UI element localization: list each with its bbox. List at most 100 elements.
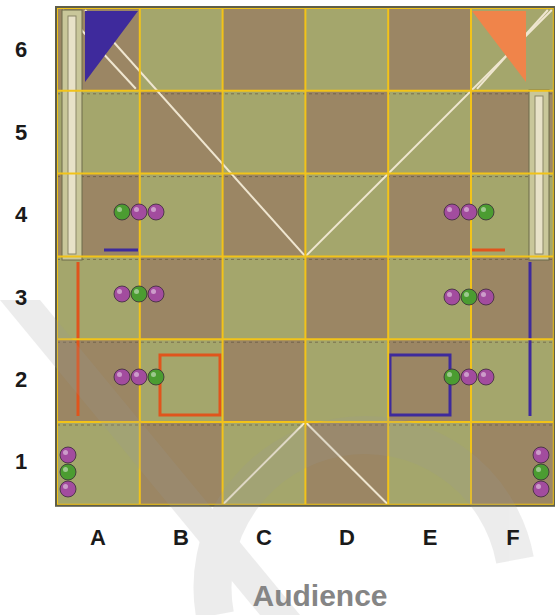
ball-body	[533, 447, 549, 463]
ball-highlight	[447, 372, 452, 377]
ball-body	[131, 204, 147, 220]
ball-highlight	[464, 372, 469, 377]
field-tile	[305, 91, 388, 174]
tape-mark	[104, 249, 138, 252]
ball-highlight	[134, 289, 139, 294]
field-tile	[140, 339, 223, 422]
ball-highlight	[134, 207, 139, 212]
ball-highlight	[536, 450, 541, 455]
ball-body	[461, 369, 477, 385]
field-tile	[471, 339, 554, 422]
ball-highlight	[117, 207, 122, 212]
column-letter: B	[173, 527, 189, 549]
ball-highlight	[63, 467, 68, 472]
field-tile	[388, 256, 471, 339]
game-ball	[478, 369, 494, 385]
ball-highlight	[151, 372, 156, 377]
field-tile	[140, 174, 223, 257]
orange-square	[160, 355, 220, 415]
ball-body	[444, 204, 460, 220]
audience-label: Audience	[252, 581, 387, 611]
ball-body	[60, 464, 76, 480]
blue-triangle	[85, 11, 138, 82]
grid-line	[470, 8, 472, 505]
field-tile	[223, 91, 306, 174]
wall-post	[62, 10, 82, 260]
tape-line	[305, 10, 551, 256]
ball-body	[461, 289, 477, 305]
game-ball	[461, 289, 477, 305]
post-inner	[68, 16, 76, 254]
ball-highlight	[63, 450, 68, 455]
game-ball	[60, 464, 76, 480]
ball-body	[131, 369, 147, 385]
ball-highlight	[481, 372, 486, 377]
row-number: 1	[15, 451, 27, 473]
ball-body	[533, 481, 549, 497]
ball-highlight	[481, 292, 486, 297]
game-ball	[444, 204, 460, 220]
game-ball	[533, 464, 549, 480]
ball-highlight	[117, 289, 122, 294]
ball-body	[60, 447, 76, 463]
ball-highlight	[536, 484, 541, 489]
game-ball	[478, 204, 494, 220]
game-ball	[461, 204, 477, 220]
row-number: 4	[15, 204, 27, 226]
row-number: 2	[15, 369, 27, 391]
ball-body	[478, 289, 494, 305]
watermark-arc	[212, 435, 515, 615]
ball-highlight	[447, 207, 452, 212]
ball-highlight	[536, 467, 541, 472]
game-ball	[148, 286, 164, 302]
game-ball	[461, 369, 477, 385]
game-ball	[60, 447, 76, 463]
ball-highlight	[464, 207, 469, 212]
ball-highlight	[464, 292, 469, 297]
field-tile	[305, 8, 388, 91]
field-tile	[140, 8, 223, 91]
game-ball	[148, 204, 164, 220]
post-body	[62, 10, 82, 260]
tape-mark	[472, 249, 505, 252]
ball-body	[114, 369, 130, 385]
grid-line	[57, 255, 554, 257]
ball-body	[478, 369, 494, 385]
game-ball	[114, 369, 130, 385]
column-letter: A	[90, 527, 106, 549]
colour-tape	[78, 250, 530, 416]
row-number: 3	[15, 287, 27, 309]
ball-highlight	[151, 207, 156, 212]
ball-body	[148, 204, 164, 220]
row-number: 5	[15, 122, 27, 144]
field-tile	[388, 174, 471, 257]
field-tile	[471, 256, 554, 339]
ball-body	[114, 286, 130, 302]
field-tile	[223, 8, 306, 91]
grid-line	[57, 338, 554, 340]
game-ball	[114, 204, 130, 220]
ball-body	[148, 369, 164, 385]
ball-highlight	[134, 372, 139, 377]
post-body	[529, 90, 549, 260]
game-ball	[148, 369, 164, 385]
wall-post	[529, 90, 549, 260]
ball-body	[444, 289, 460, 305]
ball-body	[131, 286, 147, 302]
ball-body	[461, 204, 477, 220]
ball-highlight	[447, 292, 452, 297]
field-tile	[388, 339, 471, 422]
ball-highlight	[63, 484, 68, 489]
ball-body	[114, 204, 130, 220]
row-number: 6	[15, 39, 27, 61]
game-ball	[533, 481, 549, 497]
ball-body	[148, 286, 164, 302]
field-tile	[223, 339, 306, 422]
field-tile	[223, 256, 306, 339]
blue-square	[390, 355, 450, 415]
game-ball	[131, 369, 147, 385]
ball-highlight	[151, 289, 156, 294]
ball-highlight	[481, 207, 486, 212]
